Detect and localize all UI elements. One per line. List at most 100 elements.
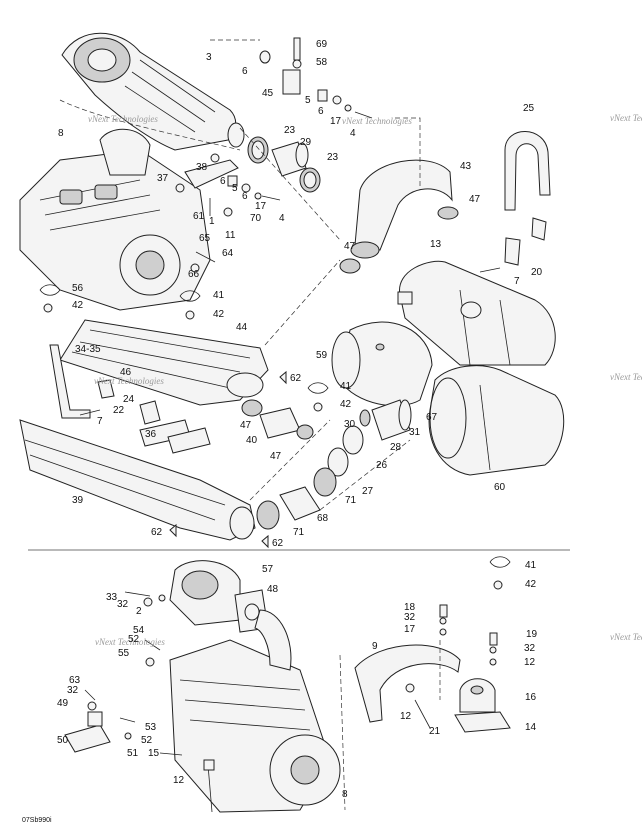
hardware-bottom-left <box>64 591 215 813</box>
part-label-30: 30 <box>344 419 356 430</box>
engine-assembly-bottom <box>169 560 341 813</box>
part-label-65: 65 <box>199 233 211 244</box>
leader-dashes-top <box>59 39 421 511</box>
part-label-34-35: 34-35 <box>75 344 101 355</box>
part-label-42: 42 <box>213 309 225 320</box>
part-label-12: 12 <box>173 775 185 786</box>
part-label-71: 71 <box>293 527 305 538</box>
strap-25 <box>504 131 551 211</box>
watermark-7: vNext Technologies <box>610 632 642 642</box>
part-label-59: 59 <box>316 350 328 361</box>
part-label-3: 3 <box>206 52 212 63</box>
part-label-57: 57 <box>262 564 274 575</box>
part-label-60: 60 <box>494 482 506 493</box>
part-label-28: 28 <box>390 442 402 453</box>
muffler-13 <box>397 260 556 366</box>
tailpipe-31 <box>371 399 412 441</box>
part-label-4: 4 <box>350 128 356 139</box>
leader-dashes-bottom <box>339 640 441 811</box>
part-label-52: 52 <box>141 735 153 746</box>
part-label-2: 2 <box>136 606 142 617</box>
clamp-40 <box>241 399 314 440</box>
part-label-62: 62 <box>151 527 163 538</box>
part-label-48: 48 <box>267 584 279 595</box>
coupler-23-a <box>247 136 269 164</box>
part-label-53: 53 <box>145 722 157 733</box>
clamp-47-b <box>339 258 361 274</box>
part-label-14: 14 <box>525 722 537 733</box>
part-label-40: 40 <box>246 435 258 446</box>
part-label-32: 32 <box>404 612 416 623</box>
part-label-9: 9 <box>372 641 378 652</box>
part-label-42: 42 <box>525 579 537 590</box>
part-label-27: 27 <box>362 486 374 497</box>
bracket-20 <box>479 217 547 273</box>
part-label-6: 6 <box>242 191 248 202</box>
part-label-66: 66 <box>188 269 200 280</box>
part-label-5: 5 <box>232 183 238 194</box>
plate-14 <box>454 711 511 733</box>
part-label-24: 24 <box>123 394 135 405</box>
part-label-67: 67 <box>426 412 438 423</box>
part-label-16: 16 <box>525 692 537 703</box>
part-label-32: 32 <box>524 643 536 654</box>
resonator-39 <box>19 419 256 541</box>
watermark-1: vNext Technologies <box>88 114 158 124</box>
part-label-4: 4 <box>279 213 285 224</box>
part-label-18: 18 <box>404 602 416 613</box>
part-label-20: 20 <box>531 267 543 278</box>
part-label-47: 47 <box>469 194 481 205</box>
sleeve-29 <box>271 141 309 177</box>
part-label-7: 7 <box>97 416 103 427</box>
part-label-6: 6 <box>220 176 226 187</box>
part-label-15: 15 <box>148 748 160 759</box>
heat-shield-59 <box>331 321 433 407</box>
part-label-8: 8 <box>58 128 64 139</box>
part-label-49: 49 <box>57 698 69 709</box>
hardware-bottom-right <box>439 556 511 666</box>
part-label-25: 25 <box>523 103 535 114</box>
stand-34-35 <box>49 344 115 419</box>
part-label-42: 42 <box>72 300 84 311</box>
part-label-41: 41 <box>213 290 225 301</box>
part-label-12: 12 <box>524 657 536 668</box>
part-label-32: 32 <box>117 599 129 610</box>
part-label-47: 47 <box>240 420 252 431</box>
coupler-23-b <box>299 167 321 193</box>
part-label-26: 26 <box>376 460 388 471</box>
part-label-38: 38 <box>196 162 208 173</box>
part-label-42: 42 <box>340 399 352 410</box>
part-label-22: 22 <box>113 405 125 416</box>
watermark-3: vNext Technologies <box>94 376 164 386</box>
part-label-46: 46 <box>120 367 132 378</box>
part-label-1: 1 <box>209 216 215 227</box>
rubber-mount-16 <box>459 678 496 713</box>
hardware-cluster-top <box>175 37 373 273</box>
part-label-69: 69 <box>316 39 328 50</box>
part-label-50: 50 <box>57 735 69 746</box>
part-label-8: 8 <box>342 789 348 800</box>
part-label-64: 64 <box>222 248 234 259</box>
part-label-31: 31 <box>409 427 421 438</box>
part-label-23: 23 <box>284 125 296 136</box>
part-label-6: 6 <box>242 66 248 77</box>
part-label-39: 39 <box>72 495 84 506</box>
part-label-13: 13 <box>430 239 442 250</box>
shield-9 <box>354 644 461 723</box>
part-label-36: 36 <box>145 429 157 440</box>
part-label-6: 6 <box>318 106 324 117</box>
part-label-19: 19 <box>526 629 538 640</box>
part-label-12: 12 <box>400 711 412 722</box>
part-label-7: 7 <box>514 276 520 287</box>
part-label-11: 11 <box>225 230 236 241</box>
part-label-29: 29 <box>300 137 312 148</box>
clamp-47-a <box>437 206 459 220</box>
diagram-code: 07Sb990i <box>22 817 52 824</box>
part-label-17: 17 <box>404 624 416 635</box>
rings-tail <box>256 409 371 530</box>
part-label-71: 71 <box>345 495 357 506</box>
part-label-68: 68 <box>317 513 329 524</box>
part-label-33: 33 <box>106 592 118 603</box>
part-label-23: 23 <box>327 152 339 163</box>
watermark-5: vNext Technologies <box>610 113 642 123</box>
